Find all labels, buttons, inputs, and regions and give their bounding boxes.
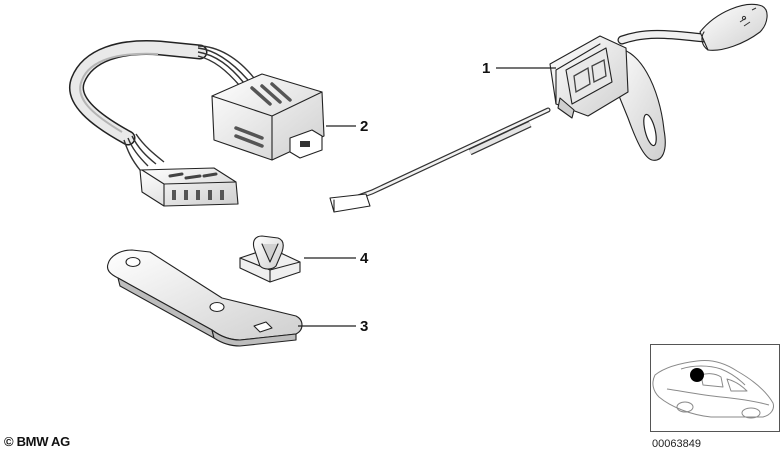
component-location-marker <box>690 368 704 382</box>
steering-column-switch <box>329 4 768 213</box>
copyright-notice: © BMW AG <box>4 434 70 449</box>
car-silhouette-icon <box>652 360 774 419</box>
retaining-clip <box>239 235 301 283</box>
callout-4: 4 <box>360 250 369 267</box>
callout-2: 2 <box>360 118 368 135</box>
vehicle-locator-thumbnail <box>650 344 780 432</box>
wiring-harness-control-unit <box>69 40 325 207</box>
mounting-bracket <box>106 249 303 347</box>
callout-3: 3 <box>360 318 368 335</box>
callout-1: 1 <box>482 60 490 77</box>
diagram-number: 00063849 <box>652 438 701 450</box>
